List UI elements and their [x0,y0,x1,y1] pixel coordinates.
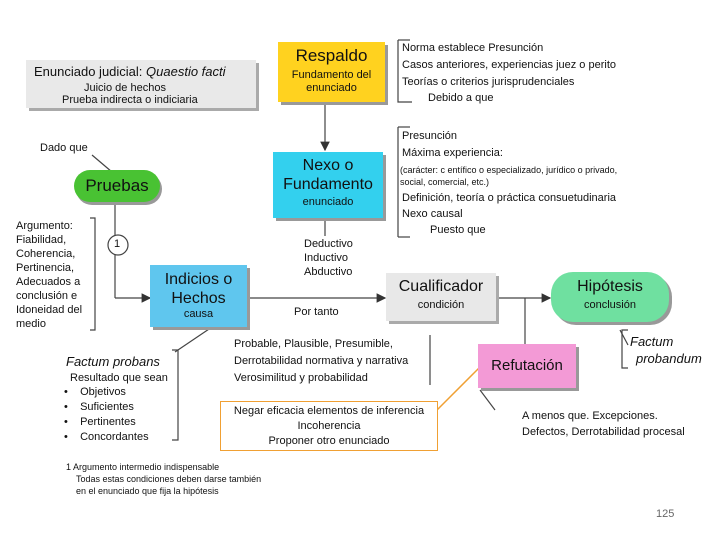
nexo-note: Máxima experiencia: [402,147,503,159]
pruebas-box: Pruebas [74,170,160,202]
nexo-sub: enunciado [302,196,354,208]
argumento-line: Adecuados a [16,276,81,288]
excepciones-line: Defectos, Derrotabilidad procesal [522,426,685,438]
nexo-note: Nexo causal [402,208,463,220]
nexo-title-1: Nexo o [302,157,354,174]
hipotesis-box: Hipótesis conclusión [551,272,669,322]
enunciado-title: Enunciado judicial: Quaestio facti [34,64,226,79]
negar-line: Incoherencia [297,420,361,432]
probable-line: Probable, Plausible, Presumible, [234,338,393,350]
factum-probans-sub: Resultado que sean [70,372,168,384]
negar-line: Proponer otro enunciado [268,435,390,447]
abductivo-label: Abductivo [304,266,353,278]
nexo-note: Puesto que [430,224,486,236]
factum-probandum-1: Factum [630,334,674,349]
pruebas-title: Pruebas [85,176,149,195]
cualificador-box: Cualificador condición [386,273,496,321]
enunciado-line-1: Juicio de hechos [84,82,166,94]
argumento-line: Idoneidad del [16,304,83,316]
indicios-box: Indicios o Hechos causa [150,265,247,327]
factum-probans-item: • Concordantes [64,431,149,443]
respaldo-title: Respaldo [295,46,368,65]
indicios-sub: causa [183,308,214,320]
factum-probandum-2: probandum [636,351,702,366]
cualificador-sub: condición [417,299,465,311]
footnote-line: 1 Argumento intermedio indispensable [66,462,220,472]
argumento-line: Fiabilidad, [16,234,67,246]
footnote-marker: 1 [114,238,121,250]
enunciado-line-2: Prueba indirecta o indiciaria [62,94,198,106]
dado-que-label: Dado que [40,142,88,154]
probable-line: Derrotabilidad normativa y narrativa [234,355,409,367]
footnote-line: Todas estas condiciones deben darse tamb… [76,474,262,484]
nexo-note: Definición, teoría o práctica consuetudi… [402,192,617,204]
footnote-line: en el enunciado que fija la hipótesis [76,486,219,496]
factum-probans-item: • Pertinentes [64,416,136,428]
nexo-note: social, comercial, etc.) [400,177,490,187]
indicios-title-1: Indicios o [164,271,233,288]
nexo-box: Nexo o Fundamento enunciado [273,152,383,218]
argumento-line: conclusión e [16,290,78,302]
nexo-title-2: Fundamento [283,176,373,193]
respaldo-note: Debido a que [428,92,494,104]
cualificador-title: Cualificador [398,278,484,295]
excepciones-line: A menos que. Excepciones. [522,410,658,422]
argumento-line: Argumento: [16,220,73,232]
respaldo-note: Teorías o criterios jurisprudenciales [402,76,575,88]
inductivo-label: Inductivo [304,252,349,264]
respaldo-box: Respaldo Fundamento del enunciado [278,42,385,102]
negar-line: Negar eficacia elementos de inferencia [233,405,425,417]
negar-box: Negar eficacia elementos de inferencia I… [220,401,438,451]
refutacion-title: Refutación [491,357,563,374]
deductivo-label: Deductivo [304,238,353,250]
factum-probans-item: • Suficientes [64,401,134,413]
factum-probans-title: Factum probans [66,354,160,369]
enunciado-judicial-box: Enunciado judicial: Quaestio facti Juici… [26,60,256,108]
nexo-note: (carácter: c entífico o especializado, j… [400,165,618,175]
por-tanto-label: Por tanto [294,306,339,318]
probable-line: Verosimilitud y probabilidad [234,372,368,384]
hipotesis-sub: conclusión [584,299,636,311]
argumento-line: Coherencia, [16,248,76,260]
argumento-line: Pertinencia, [16,262,75,274]
argumento-line: medio [16,318,46,330]
respaldo-note: Norma establece Presunción [402,42,544,54]
respaldo-sub-1: Fundamento del [291,69,372,81]
respaldo-note: Casos anteriores, experiencias juez o pe… [402,59,617,71]
nexo-note: Presunción [402,130,458,142]
page-number: 125 [656,508,675,520]
hipotesis-title: Hipótesis [577,278,643,295]
indicios-title-2: Hechos [171,290,226,307]
refutacion-box: Refutación [478,344,576,388]
respaldo-sub-2: enunciado [306,82,357,94]
factum-probans-item: • Objetivos [64,386,126,398]
